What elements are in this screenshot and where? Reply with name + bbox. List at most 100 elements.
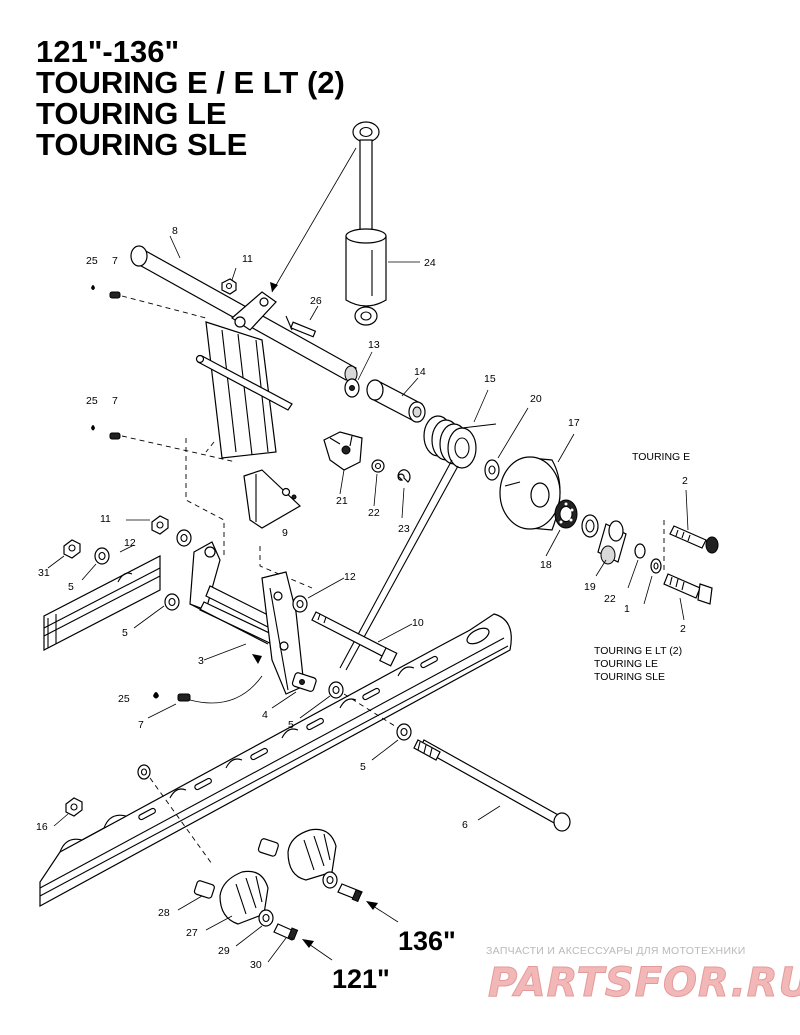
bolt-2-touring-e[interactable] — [669, 525, 719, 554]
washer-1[interactable] — [650, 558, 662, 574]
bracket-136[interactable] — [287, 828, 337, 881]
watermark-tagline: ЗАПЧАСТИ И АКСЕССУАРЫ ДЛЯ МОТОТЕХНИКИ — [486, 945, 746, 957]
washer-5-mid[interactable] — [328, 681, 344, 699]
grease-fitting-7-mid[interactable] — [109, 432, 121, 440]
callout-2-touring-e: 2 — [682, 475, 688, 487]
length-label-136: 136" — [398, 926, 456, 956]
bearing-18[interactable] — [554, 499, 578, 529]
washer-rear-top[interactable] — [137, 764, 151, 780]
shock-absorber[interactable] — [345, 121, 387, 326]
nut-11-top[interactable] — [221, 278, 237, 295]
callout-19: 19 — [584, 581, 596, 593]
callout-7-mid: 7 — [112, 395, 118, 407]
callout-31: 31 — [38, 567, 50, 579]
title-line-2: TOURING E / E LT (2) — [36, 65, 345, 100]
washer-136[interactable] — [322, 871, 338, 889]
lower-cross-shaft-3[interactable] — [189, 585, 283, 647]
callout-8: 8 — [172, 225, 178, 237]
washer-5-rear[interactable] — [396, 723, 412, 741]
callout-28: 28 — [158, 907, 170, 919]
upper-arm-plate[interactable] — [205, 321, 277, 459]
bracket-27[interactable] — [219, 870, 269, 925]
washer-5-upper-left[interactable] — [94, 547, 110, 565]
callout-29: 29 — [218, 945, 230, 957]
bushing-4[interactable] — [291, 672, 317, 692]
grease-fitting-7-lower[interactable] — [177, 693, 191, 702]
callout-5-upper-left: 5 — [68, 581, 74, 593]
callout-5-rear: 5 — [360, 761, 366, 773]
callout-30: 30 — [250, 959, 262, 971]
spacer-19[interactable] — [597, 520, 627, 565]
title-line-3: TOURING LE — [36, 96, 227, 131]
grease-dot-25-top — [91, 285, 95, 290]
callout-1: 1 — [624, 603, 630, 615]
spacer-sleeve-14[interactable] — [366, 379, 426, 423]
rear-axle-6[interactable] — [413, 739, 571, 832]
bolt-30[interactable] — [273, 923, 299, 941]
left-slide-rail[interactable] — [43, 555, 161, 651]
callout-25-lower: 25 — [118, 693, 130, 705]
callout-5-left: 5 — [122, 627, 128, 639]
callout-22-left: 22 — [368, 507, 380, 519]
callout-16: 16 — [36, 821, 48, 833]
callout-7-top: 7 — [112, 255, 118, 267]
lock-washer-23[interactable] — [397, 469, 411, 483]
axle-bolt-10[interactable] — [311, 611, 398, 667]
grease-fitting-7-top[interactable] — [109, 291, 121, 299]
right-slide-rail[interactable] — [39, 613, 512, 908]
axle-pivot-arm-9[interactable] — [243, 469, 301, 529]
label-touring-e-lt: TOURING E LT (2) — [594, 645, 682, 657]
callout-25-mid: 25 — [86, 395, 98, 407]
nut-31[interactable] — [63, 539, 81, 559]
callout-25-top: 25 — [86, 255, 98, 267]
callout-11-lower: 11 — [100, 513, 111, 525]
callout-13: 13 — [368, 339, 380, 351]
callout-15: 15 — [484, 373, 496, 385]
lower-shaft[interactable] — [195, 354, 293, 411]
washer-29[interactable] — [258, 909, 274, 927]
idler-wheel-17[interactable] — [499, 456, 561, 531]
callout-5-mid: 5 — [288, 719, 294, 731]
washer-22-left[interactable] — [371, 459, 385, 473]
bolt-26[interactable] — [285, 315, 317, 338]
callout-3: 3 — [198, 655, 204, 667]
callout-9: 9 — [282, 527, 288, 539]
callout-14: 14 — [414, 366, 426, 378]
washer-12-right[interactable] — [292, 595, 308, 613]
callout-26: 26 — [310, 295, 322, 307]
rocker-plate-21[interactable] — [323, 431, 363, 471]
callout-12-right: 12 — [344, 571, 356, 583]
nut-11-lower[interactable] — [151, 515, 169, 535]
spacer-136[interactable] — [257, 838, 279, 857]
bolt-136[interactable] — [337, 883, 363, 903]
washer-12-left[interactable] — [176, 529, 192, 547]
callout-6: 6 — [462, 819, 468, 831]
watermark-logo: PARTSFOR.RU — [488, 960, 800, 1006]
washer-5-left[interactable] — [164, 593, 180, 611]
callout-10: 10 — [412, 617, 424, 629]
callout-4: 4 — [262, 709, 268, 721]
nut-16[interactable] — [65, 797, 83, 817]
shock-mount-bracket[interactable] — [231, 291, 277, 331]
label-touring-e: TOURING E — [632, 451, 690, 463]
diagram-title: 121"-136" TOURING E / E LT (2) TOURING L… — [36, 36, 345, 160]
grease-dot-25-lower — [153, 692, 159, 699]
callout-12-left: 12 — [124, 537, 136, 549]
spacer-28[interactable] — [193, 880, 215, 899]
bushing-13[interactable] — [344, 378, 360, 398]
left-front-arm-bracket[interactable] — [189, 541, 221, 611]
washer-22-right[interactable] — [634, 543, 646, 559]
ring-19[interactable] — [581, 514, 599, 538]
washer-20[interactable] — [484, 459, 500, 481]
callout-22-right: 22 — [604, 593, 616, 605]
callout-17: 17 — [568, 417, 580, 429]
callout-24: 24 — [424, 257, 436, 269]
callout-21: 21 — [336, 495, 348, 507]
torsion-spring-15[interactable] — [339, 415, 497, 671]
length-label-121: 121" — [332, 964, 390, 994]
callout-27: 27 — [186, 927, 198, 939]
callout-11-top: 11 — [242, 253, 253, 265]
label-touring-le: TOURING LE — [594, 658, 658, 670]
bolt-2-other[interactable] — [663, 573, 713, 605]
